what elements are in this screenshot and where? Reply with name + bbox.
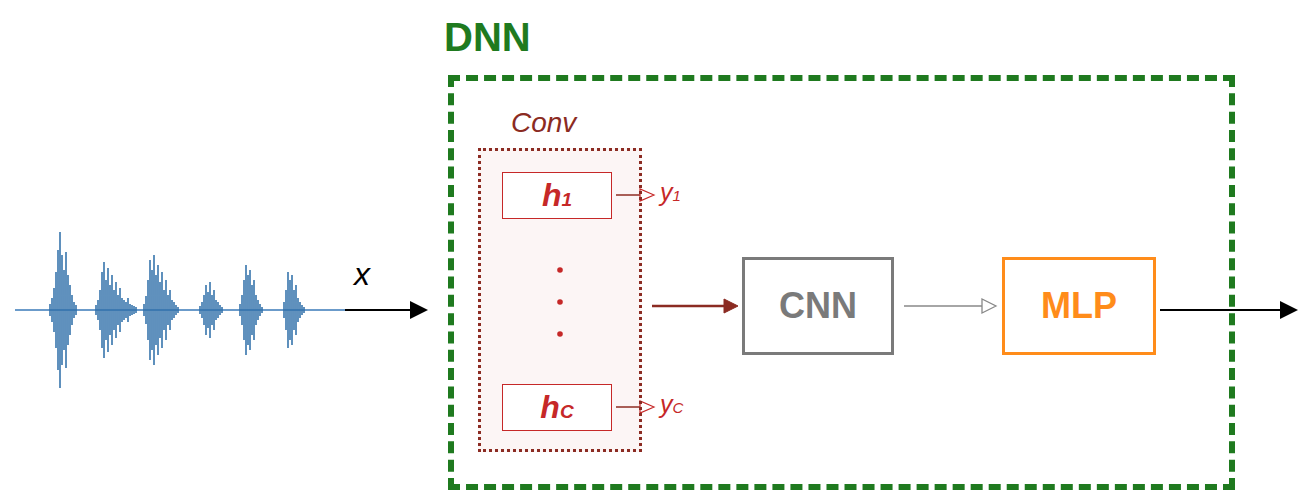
input-arrow — [345, 309, 412, 311]
output-arrowhead — [1280, 301, 1298, 319]
box-label: MLP — [1041, 285, 1117, 327]
dnn-container: DNNConvh1hCCNNMLP — [448, 75, 1235, 490]
box-label: CNN — [779, 285, 857, 327]
conv-filterbank: Convh1hC — [478, 148, 642, 452]
group-heading: Conv — [511, 107, 576, 139]
filter-output-head — [640, 401, 654, 413]
output-arrow — [1160, 309, 1282, 311]
connector-line — [652, 305, 725, 308]
box-label: hC — [540, 389, 573, 426]
flow-arrow — [652, 299, 738, 313]
input-signal-label: x — [354, 256, 370, 293]
filter-box: hC — [502, 384, 612, 431]
filter-output-head — [640, 189, 654, 201]
filter-box: h1 — [502, 172, 612, 219]
arrowhead — [982, 299, 996, 313]
filter-output-label: yC — [660, 390, 683, 419]
input-arrowhead — [410, 301, 428, 319]
filter-output-label: y1 — [660, 178, 681, 207]
group-heading: DNN — [444, 15, 531, 60]
mlp-block: MLP — [1002, 257, 1156, 355]
cnn-block: CNN — [742, 257, 894, 355]
speech-waveform — [50, 232, 304, 388]
box-label: h1 — [542, 177, 572, 214]
connector-line — [904, 305, 983, 307]
arrowhead — [724, 299, 738, 313]
flow-arrow — [904, 299, 996, 313]
